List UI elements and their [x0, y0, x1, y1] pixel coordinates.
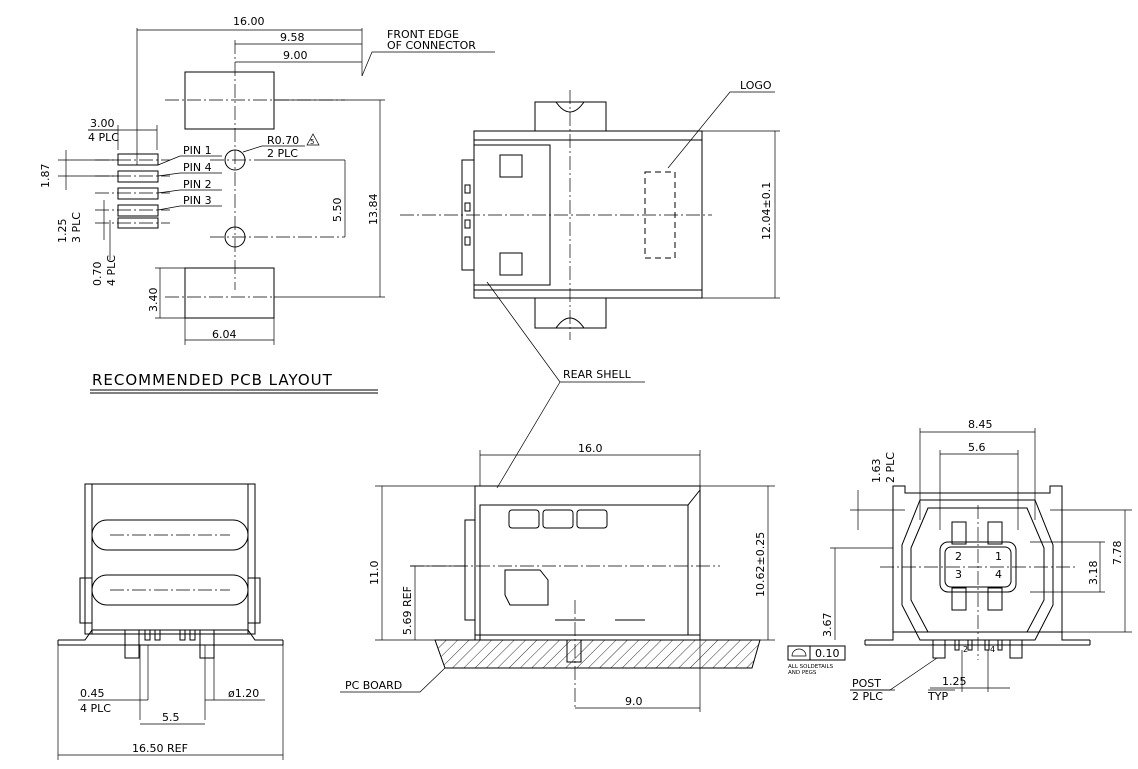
- dim-0-45-plc: 4 PLC: [80, 702, 111, 715]
- dim-5-5: 5.5: [162, 711, 180, 724]
- dim-9-0: 9.0: [625, 695, 643, 708]
- pc-board-label: PC BOARD: [345, 679, 402, 692]
- logo-label: LOGO: [740, 79, 772, 92]
- dim-0-70-plc: 4 PLC: [105, 255, 118, 286]
- pcb-layout-view: 16.00 9.58 9.00 FRONT EDGE OF CONNECTOR …: [39, 15, 495, 394]
- pin-num-1: 1: [995, 550, 1002, 563]
- dim-13-84: 13.84: [367, 194, 380, 226]
- dim-1-25-typ: 1.25: [942, 675, 967, 688]
- dim-5-50: 5.50: [331, 198, 344, 223]
- dim-5-69-ref: 5.69 REF: [401, 586, 414, 635]
- pin-num-4: 4: [995, 568, 1002, 581]
- dim-0-70: 0.70: [91, 262, 104, 287]
- dim-1-87: 1.87: [39, 164, 52, 189]
- solder-note-1: ALL SOLDETAILS: [788, 664, 834, 670]
- front-view: 0.45 4 PLC ø1.20 5.5 16.50 REF: [57, 483, 284, 760]
- dim-1-25: 1.25: [56, 219, 69, 244]
- top-view: LOGO 12.04±0.1: [400, 79, 780, 340]
- dim-1-25-plc: 3 PLC: [70, 212, 83, 243]
- typ-label: TYP: [927, 690, 948, 703]
- dim-11-0: 11.0: [368, 561, 381, 586]
- dim-16-0: 16.0: [578, 442, 603, 455]
- dim-9-58: 9.58: [280, 31, 305, 44]
- dim-3-00: 3.00: [90, 117, 115, 130]
- front-edge-label-1: FRONT EDGE: [387, 28, 459, 41]
- dim-0-45: 0.45: [80, 687, 105, 700]
- r070-plc: 2 PLC: [267, 147, 298, 160]
- dim-3-18: 3.18: [1087, 561, 1100, 586]
- pin-3-label: PIN 3: [183, 194, 212, 207]
- side-view: PC BOARD 16.0 11.0 5.69 REF 10.62±0.25: [340, 442, 775, 712]
- rear-pin-2: 2: [963, 645, 968, 654]
- dim-16-00: 16.00: [233, 15, 265, 28]
- dim-7-78: 7.78: [1111, 541, 1124, 566]
- dim-12-04: 12.04±0.1: [760, 182, 773, 240]
- rear-shell-label: REAR SHELL: [563, 368, 632, 381]
- dim-3-67: 3.67: [821, 613, 834, 638]
- dim-5-6: 5.6: [968, 441, 986, 454]
- pin-4-label: PIN 4: [183, 161, 212, 174]
- dim-9-00: 9.00: [283, 49, 308, 62]
- dim-1-63: 1.63: [870, 459, 883, 484]
- dim-8-45: 8.45: [968, 418, 993, 431]
- dim-1-63-plc: 2 PLC: [884, 452, 897, 483]
- dim-16-50-ref: 16.50 REF: [132, 742, 188, 755]
- rear-pin-4: 4: [990, 645, 995, 654]
- pin-num-3: 3: [955, 568, 962, 581]
- pin-2-label: PIN 2: [183, 178, 212, 191]
- post-label: POST: [852, 677, 881, 690]
- pin-num-2: 2: [955, 550, 962, 563]
- solder-note-2: AND PEGS: [788, 670, 817, 676]
- front-edge-label-2: OF CONNECTOR: [387, 39, 476, 52]
- post-plc-label: 2 PLC: [852, 690, 883, 703]
- dim-6-04: 6.04: [212, 328, 237, 341]
- dim-3-40: 3.40: [147, 288, 160, 313]
- r070-label: R0.70: [267, 134, 299, 147]
- dim-ø1-20: ø1.20: [228, 687, 259, 700]
- recommended-pcb-layout-title: RECOMMENDED PCB LAYOUT: [92, 371, 333, 389]
- flatness-value: 0.10: [815, 647, 840, 660]
- rev-5-mark: 5: [310, 138, 314, 146]
- dim-3-00-plc: 4 PLC: [88, 131, 119, 144]
- pin-1-label: PIN 1: [183, 144, 212, 157]
- rear-view: 8.45 5.6 2 1 3 4 2 4 1.63 2 PLC: [787, 418, 1132, 703]
- dim-10-62: 10.62±0.25: [754, 532, 767, 597]
